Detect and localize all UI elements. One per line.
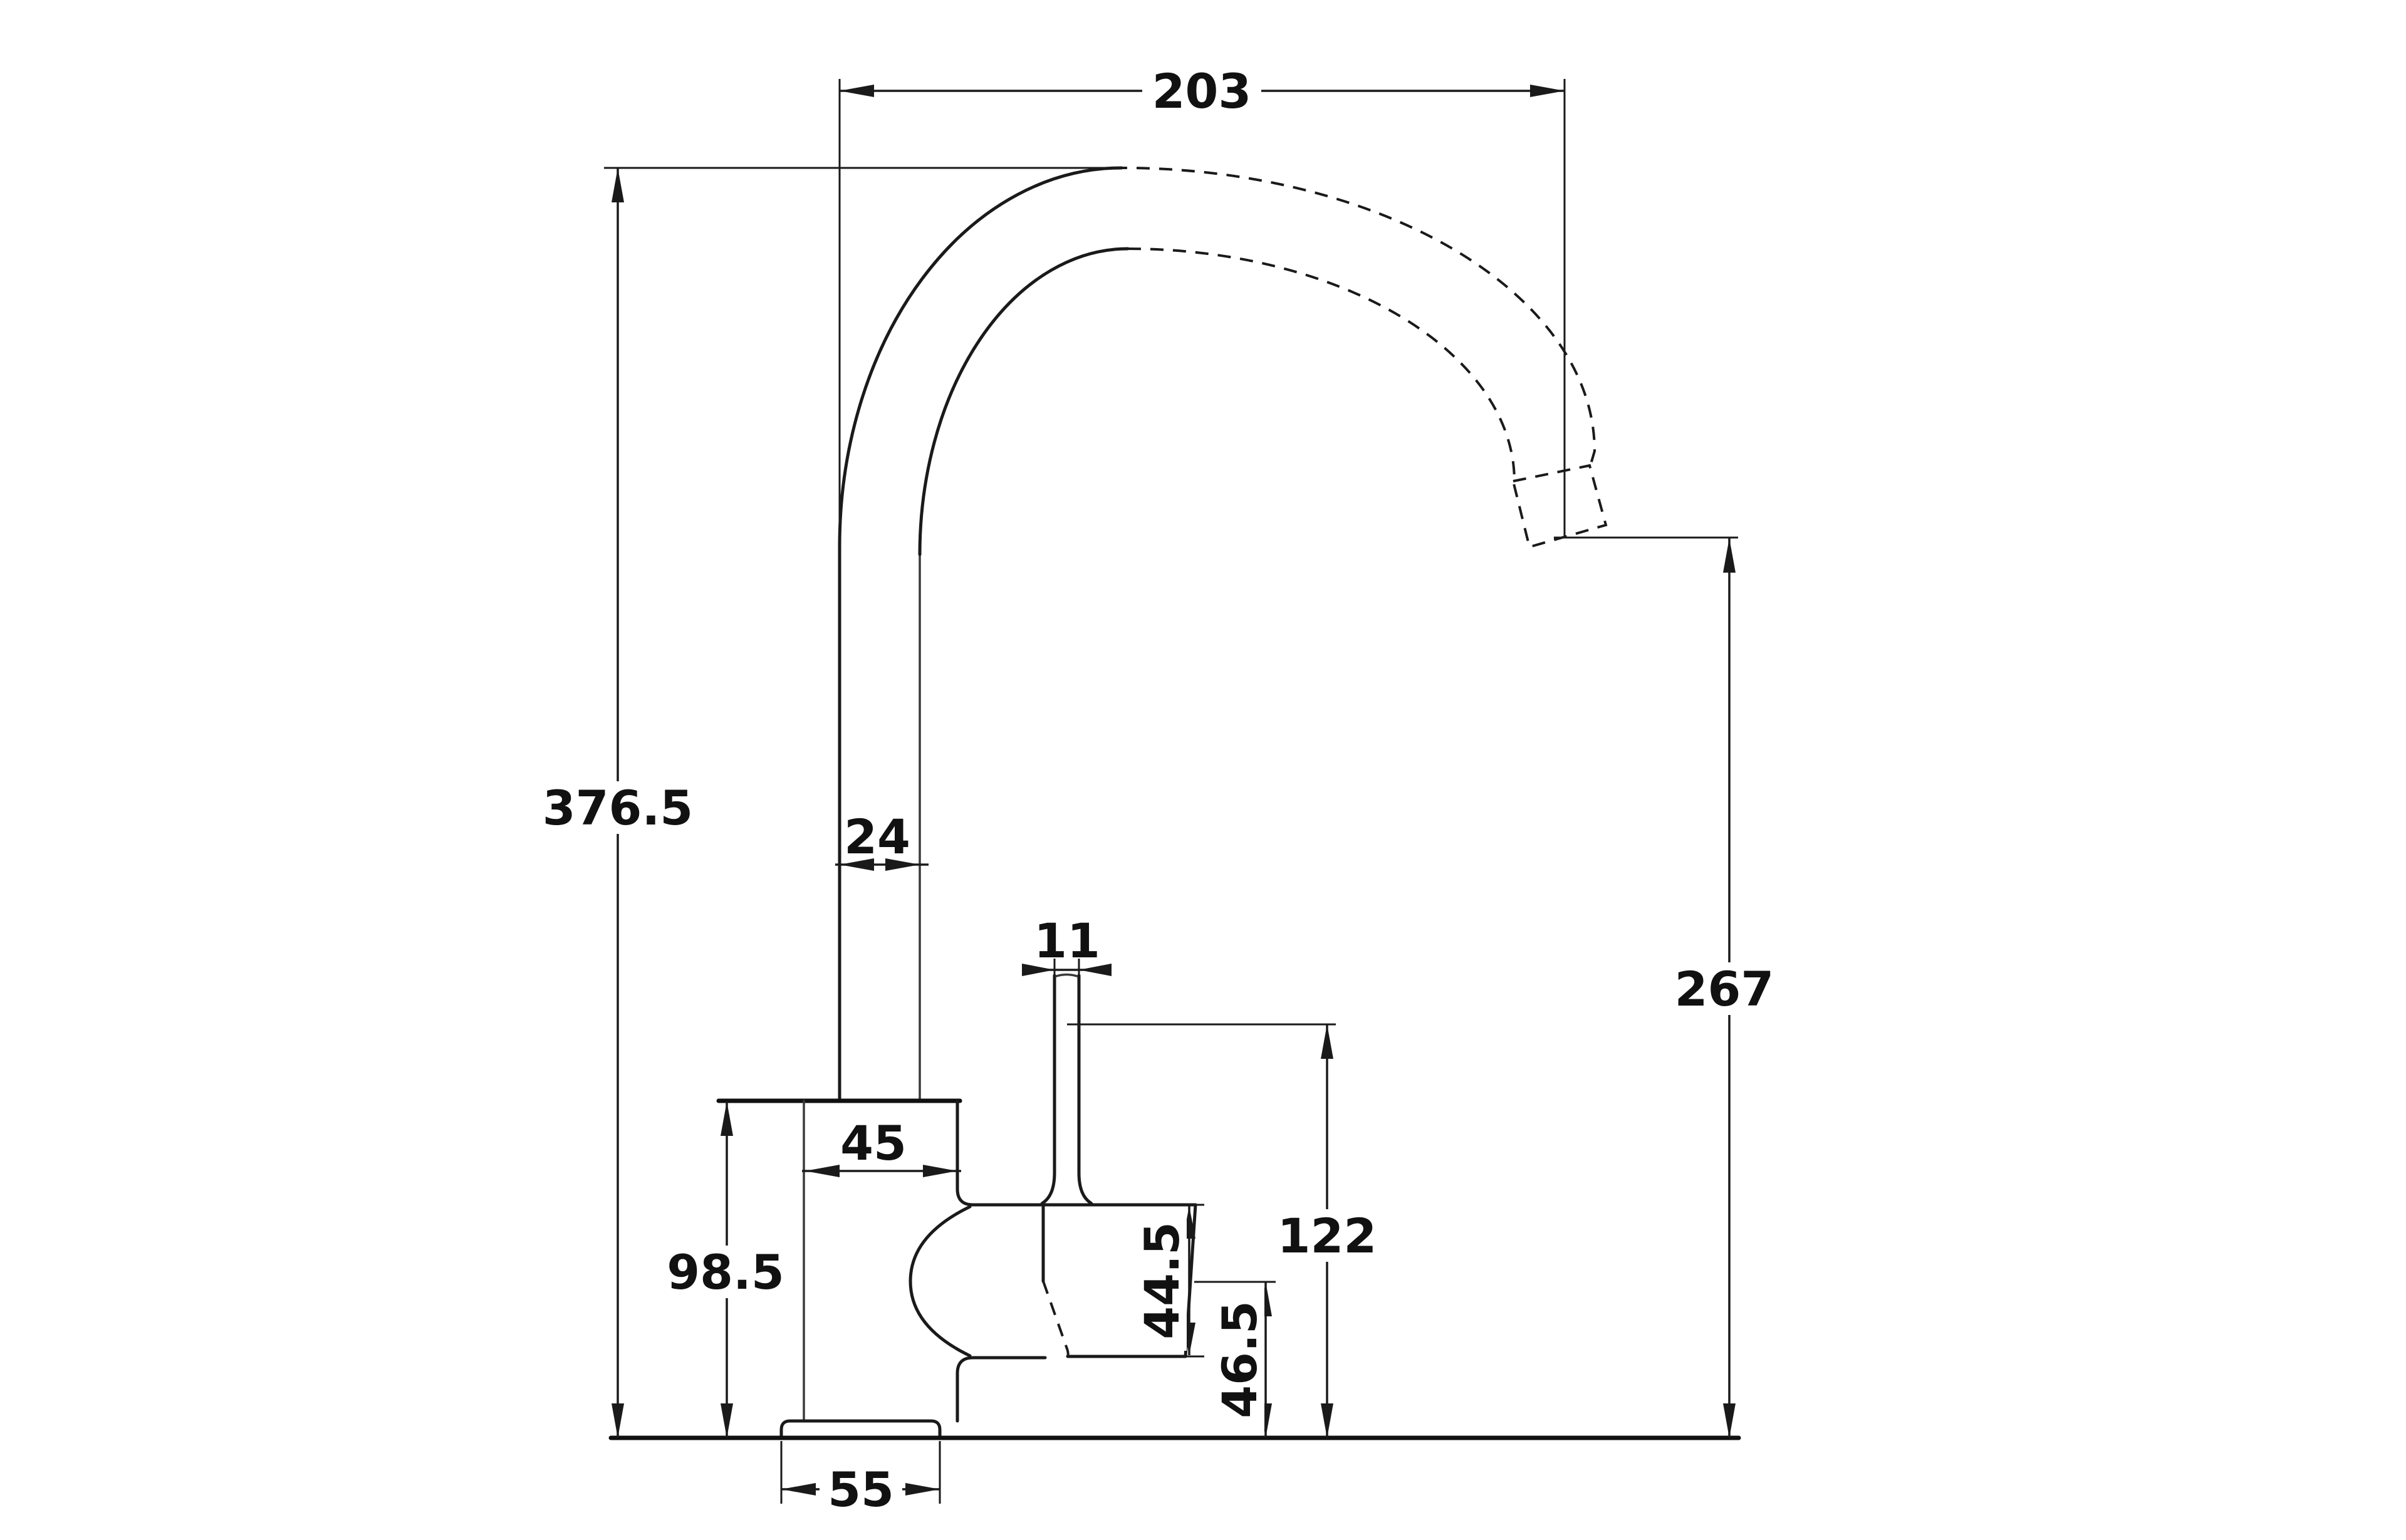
- arrow-left-icon: [805, 1165, 840, 1177]
- dim-outlet-height-label: 267: [1675, 961, 1774, 1017]
- dim-handle-height: 44.5: [1134, 1204, 1204, 1358]
- arrow-up-icon: [721, 1101, 733, 1136]
- arrow-left-icon: [1079, 964, 1112, 976]
- spout-inner-arc: [918, 247, 1130, 556]
- arrow-right-icon: [885, 858, 920, 871]
- arrow-up-icon: [1723, 538, 1736, 573]
- lever-stem-left: [1039, 974, 1056, 1207]
- dim-handle-height-label: 44.5: [1134, 1222, 1190, 1340]
- dim-body-height-label: 98.5: [667, 1244, 784, 1300]
- faucet-outline: [608, 166, 1741, 1440]
- dim-lever-width: 11: [1022, 913, 1112, 979]
- dim-spout-reach-label: 203: [1152, 63, 1252, 119]
- dim-base-width-label: 55: [828, 1462, 894, 1517]
- handle-cone-left-dashed: [1042, 1281, 1070, 1357]
- dim-body-width: 45: [802, 1115, 961, 1177]
- dim-lever-top-height-label: 122: [1278, 1208, 1377, 1264]
- dim-spout-tube-width-label: 24: [844, 809, 910, 865]
- base-plate: [779, 1419, 942, 1440]
- aerator-dashed: [1511, 464, 1608, 549]
- faucet-dashed-lines: [1042, 166, 1608, 1357]
- spout-outer-arc: [838, 166, 1123, 548]
- dim-base-width: 55: [780, 1441, 941, 1517]
- arrow-down-icon: [1321, 1403, 1333, 1438]
- lever-stem-right: [1077, 974, 1094, 1207]
- dim-outlet-height: 267: [1554, 536, 1783, 1438]
- dim-lever-width-label: 11: [1034, 913, 1100, 969]
- dim-handle-base-height: 46.5: [1194, 1281, 1276, 1438]
- dim-total-height-label: 376.5: [543, 780, 693, 836]
- arrow-up-icon: [1321, 1024, 1333, 1059]
- dim-spout-reach: 203: [838, 63, 1566, 544]
- arrow-right-icon: [923, 1165, 957, 1177]
- arrow-up-icon: [612, 168, 624, 202]
- lever-stem-top: [1053, 973, 1080, 978]
- arrow-down-icon: [721, 1403, 733, 1438]
- arrow-right-icon: [905, 1483, 940, 1496]
- arrow-left-icon: [781, 1483, 816, 1496]
- dim-spout-tube-width: 24: [835, 809, 929, 871]
- handle-ball-arc: [909, 1205, 972, 1358]
- arrow-left-icon: [840, 858, 874, 871]
- dim-total-height: 376.5: [539, 167, 1125, 1438]
- arrow-down-icon: [612, 1403, 624, 1438]
- dim-lever-top-height: 122: [1067, 1023, 1382, 1438]
- arrow-left-icon: [840, 85, 874, 97]
- arrow-right-icon: [1022, 964, 1055, 976]
- dim-body-height: 98.5: [657, 1101, 797, 1438]
- body-right-upper: [956, 1099, 1047, 1207]
- spout-outer-arc-dashed: [1113, 166, 1596, 467]
- dim-body-width-label: 45: [840, 1115, 907, 1171]
- spout-inner-arc-dashed: [1127, 247, 1516, 482]
- dim-handle-base-height-label: 46.5: [1212, 1301, 1268, 1418]
- arrow-down-icon: [1723, 1403, 1736, 1438]
- body-right-lower: [956, 1356, 1047, 1423]
- arrow-right-icon: [1530, 85, 1565, 97]
